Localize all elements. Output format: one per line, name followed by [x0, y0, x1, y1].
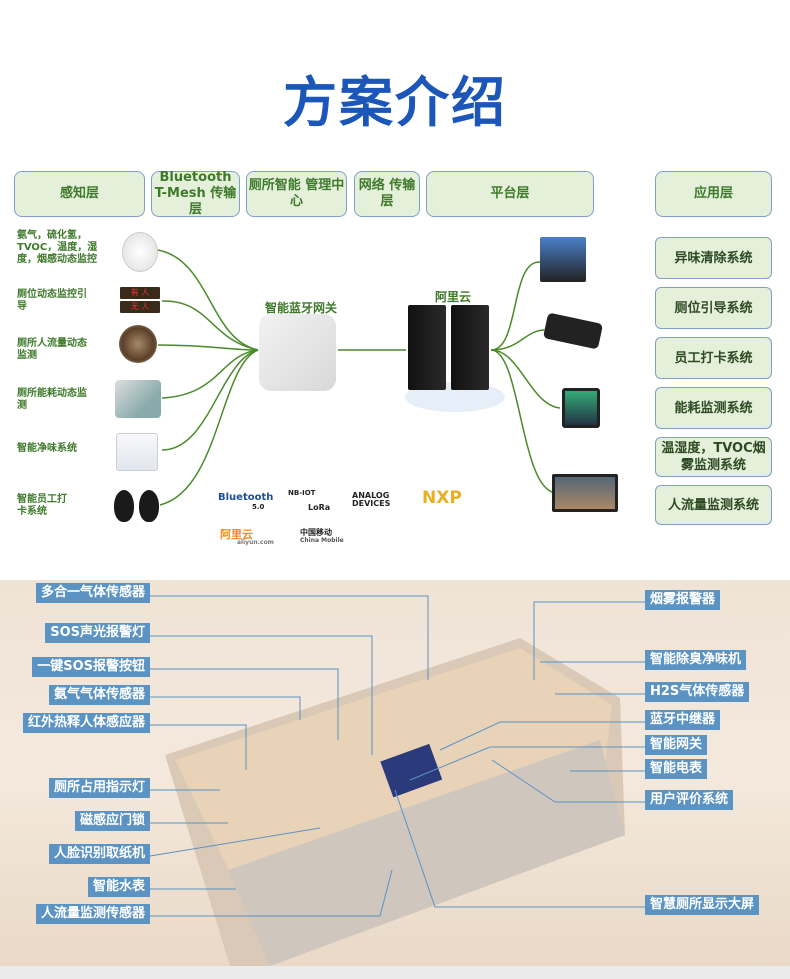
sensor-gas: 氨气，硫化氢，TVOC，温度，湿度，烟感动态监控: [17, 230, 98, 265]
sensor-odor: 智能净味系统: [17, 443, 77, 454]
cloud-label: 阿里云: [435, 290, 472, 304]
app-environment: 温湿度，TVOC烟雾监测系统: [655, 437, 772, 477]
tag-smart-meter: 智能电表: [645, 759, 708, 779]
display-screen: [380, 743, 443, 798]
gateway-device-image: [259, 314, 336, 391]
monitor-image: [552, 474, 618, 512]
analog-devices-logo: ANALOG DEVICES: [352, 491, 391, 508]
arrow-line: [490, 349, 553, 493]
arrow-line: [490, 349, 561, 409]
tag-infrared-sensor: 红外热释人体感应器: [22, 713, 150, 733]
tag-fob-image: [139, 490, 159, 522]
server-rack-image: [451, 305, 489, 390]
desktop-pc-image: [540, 237, 586, 282]
sensor-stall: 厕位动态监控引导: [17, 289, 87, 312]
arrow-line: [161, 349, 259, 451]
front-wall: [228, 740, 625, 966]
nxp-logo: NXP: [422, 488, 462, 508]
floorplan-illustration: [149, 595, 645, 966]
tag-sos-light: SOS声光报警灯: [45, 623, 150, 643]
sensor-energy: 厕所能耗动态监测: [17, 388, 87, 411]
page-title: 方案介绍: [283, 71, 507, 134]
header-perception-layer: 感知层: [14, 171, 145, 217]
sensor-traffic: 厕所人流量动态监测: [17, 338, 87, 361]
tag-occupancy-light: 厕所占用指示灯: [48, 778, 150, 798]
tag-bluetooth-repeater: 蓝牙中继器: [645, 710, 721, 730]
lora-logo: LoRa: [308, 503, 331, 512]
app-odor-removal: 异味清除系统: [655, 237, 772, 279]
air-purifier-image: [116, 433, 158, 471]
header-application-layer: 应用层: [655, 171, 772, 217]
arrow-line: [159, 349, 259, 506]
led-sign-occupied: 有 人: [120, 287, 160, 299]
header-management-center: 厕所智能 管理中心: [246, 171, 347, 217]
tag-water-meter: 智能水表: [87, 877, 150, 897]
cmcc-sub: China Mobile: [300, 537, 344, 544]
app-traffic: 人流量监测系统: [655, 485, 772, 525]
connection-arrows: [157, 249, 561, 506]
smoke-sensor-image: [122, 232, 158, 272]
header-network-layer: 网络 传输层: [354, 171, 420, 217]
tablet-image: [562, 388, 600, 428]
header-platform-layer: 平台层: [426, 171, 594, 217]
tag-h2s-sensor: H2S气体传感器: [645, 682, 750, 702]
nbiot-logo: NB-IOT: [288, 489, 316, 497]
server-rack-image: [408, 305, 446, 390]
tag-deodorizer: 智能除臭净味机: [645, 650, 747, 670]
cmcc-logo: 中国移动: [300, 528, 332, 537]
tag-fob-image: [114, 490, 134, 522]
sensor-attendance: 智能员工打卡系统: [17, 494, 67, 517]
arrow-line: [157, 249, 259, 351]
arrow-line: [157, 344, 259, 351]
tag-smoke-alarm: 烟雾报警器: [645, 590, 721, 610]
header-bluetooth-layer: Bluetooth T-Mesh 传输层: [151, 170, 240, 217]
bottom-strip: [0, 966, 790, 979]
gateway-label: 智能蓝牙网关: [265, 301, 338, 315]
tag-face-paper-dispenser: 人脸识别取纸机: [48, 844, 150, 864]
tag-magnetic-lock: 磁感应门锁: [74, 811, 150, 831]
tag-multi-gas-sensor: 多合一气体传感器: [35, 583, 150, 603]
tag-smart-gateway: 智能网关: [645, 735, 708, 755]
arrow-line: [490, 329, 546, 351]
tag-ammonia-sensor: 氨气气体传感器: [48, 685, 150, 705]
aliyun-logo: 阿里云: [220, 528, 253, 541]
app-attendance: 员工打卡系统: [655, 337, 772, 379]
toilet-floorplan-photo: [0, 580, 790, 966]
arrow-line: [490, 261, 541, 351]
tag-user-rating: 用户评价系统: [645, 790, 734, 810]
crowd-image: [119, 325, 157, 363]
arrow-line: [161, 300, 259, 351]
bluetooth-version: 5.0: [252, 503, 265, 511]
led-sign-vacant: 无 人: [120, 301, 160, 313]
meter-image: [115, 380, 161, 418]
bluetooth-logo: Bluetooth: [218, 492, 274, 503]
tag-traffic-sensor: 人流量监测传感器: [35, 904, 150, 924]
tag-display-screen: 智慧厕所显示大屏: [645, 895, 760, 915]
aliyun-sub: aliyun.com: [237, 539, 274, 546]
app-energy: 能耗监测系统: [655, 387, 772, 429]
arrow-line: [161, 349, 259, 399]
app-stall-guide: 厕位引导系统: [655, 287, 772, 329]
tag-sos-button: 一键SOS报警按钮: [32, 657, 150, 677]
